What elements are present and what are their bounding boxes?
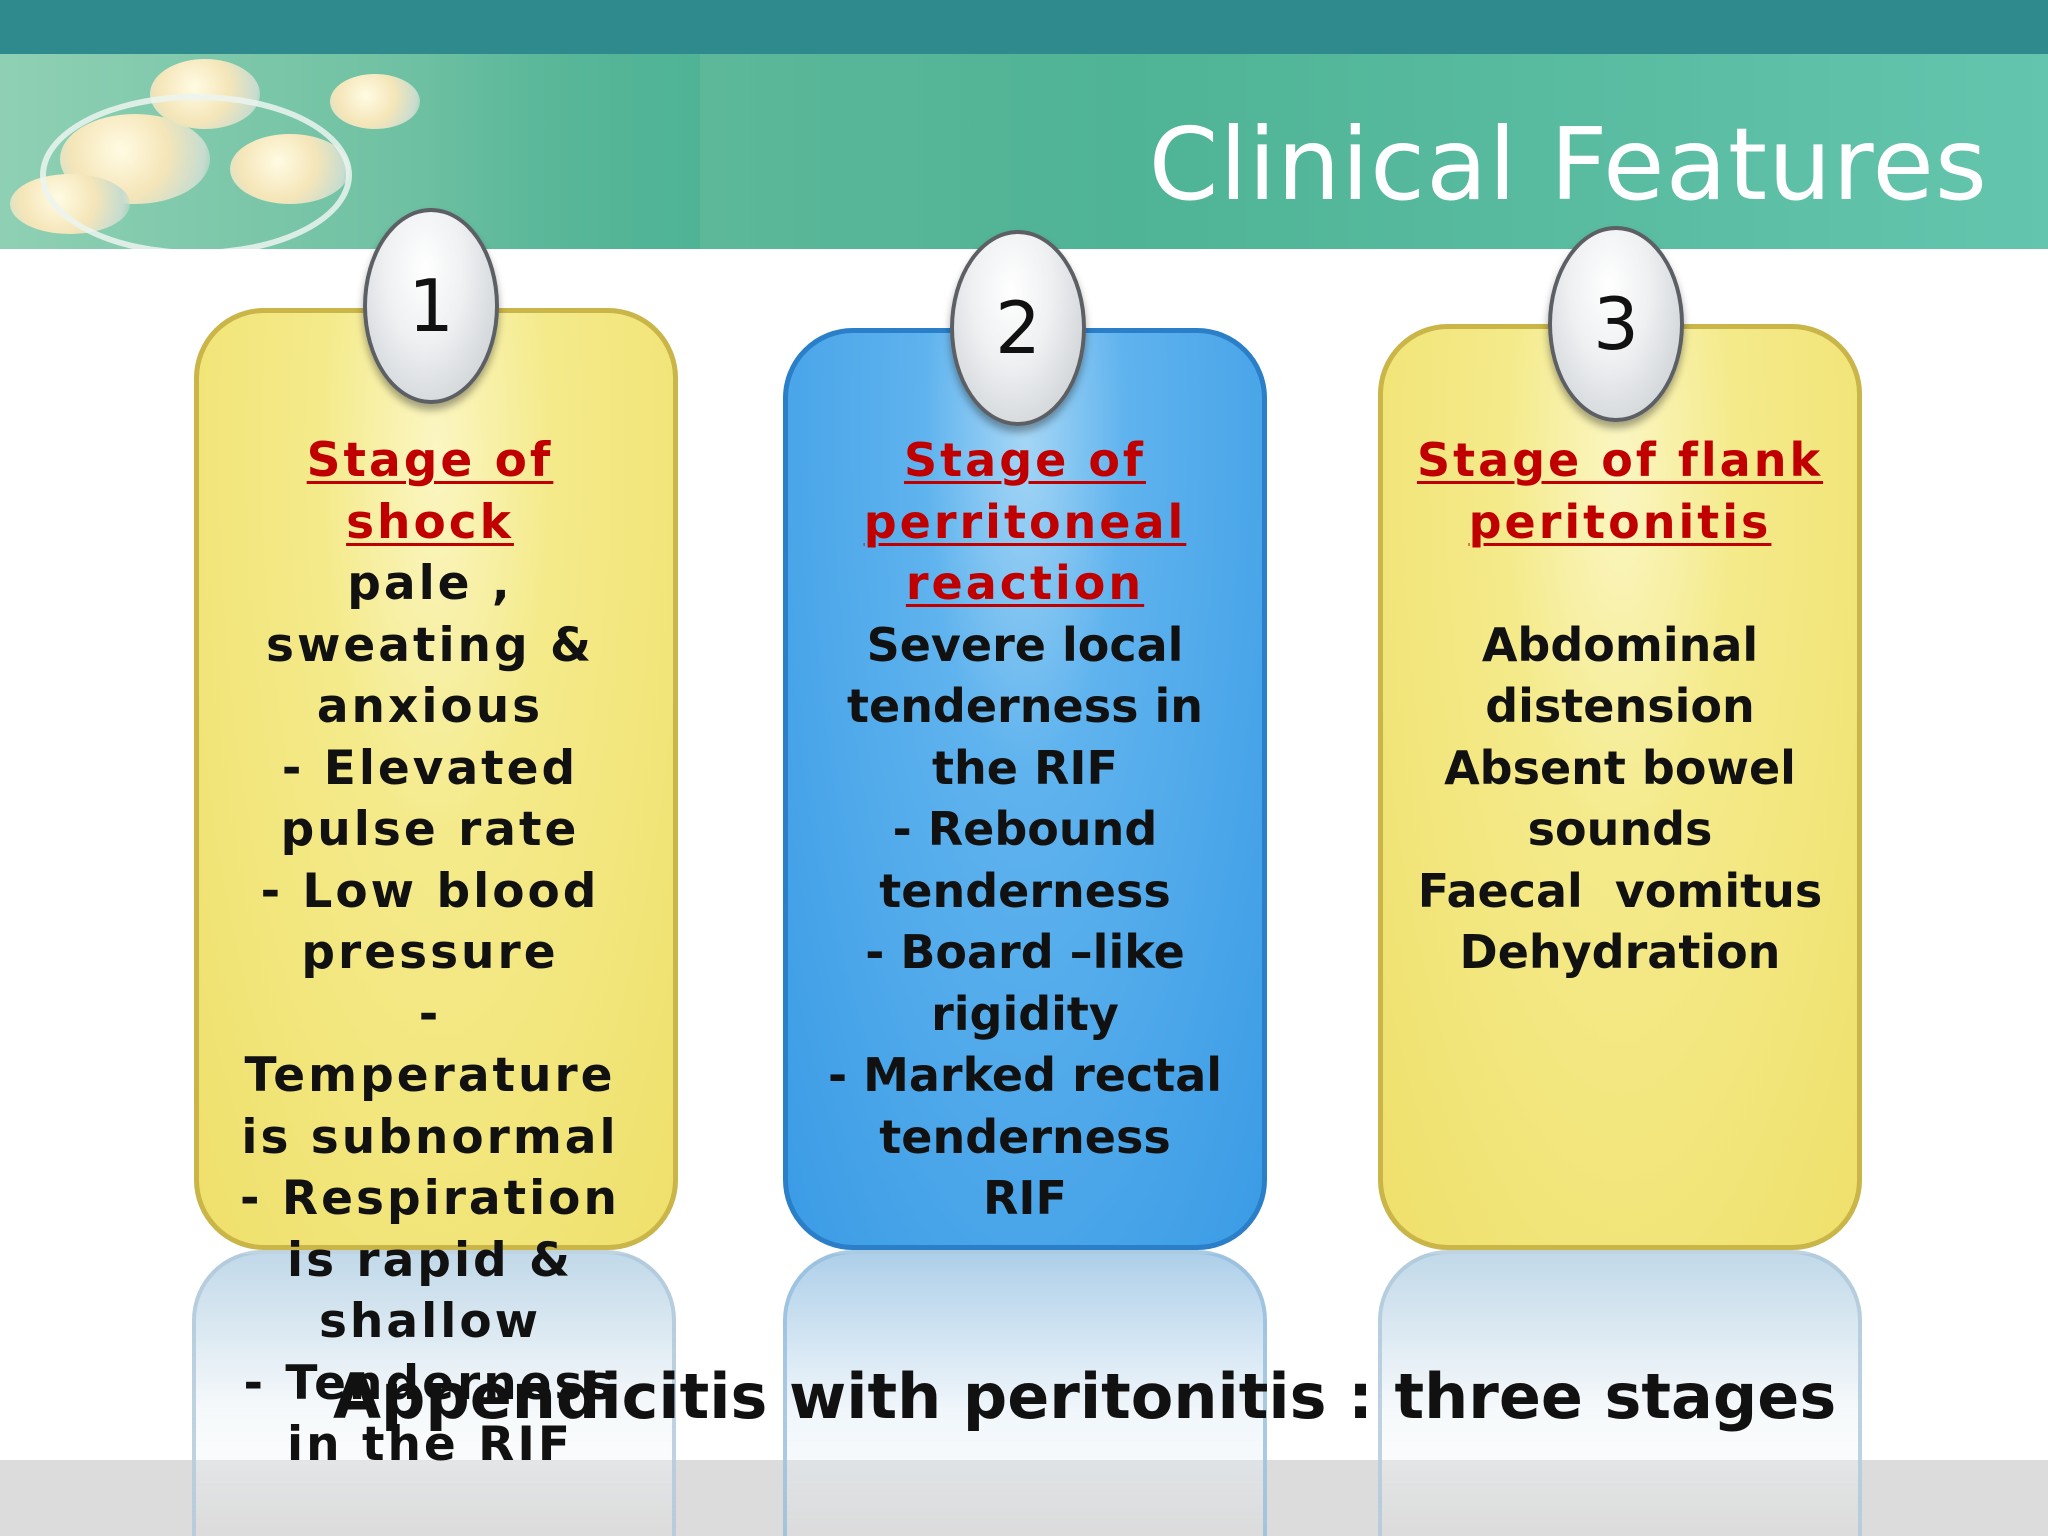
stage-number-badge-3: 3 (1548, 226, 1684, 422)
stage-3-body-line: Absent bowel (1444, 740, 1796, 795)
stage-1-body-line: is rapid & (286, 1232, 574, 1288)
stage-3-heading-line: peritonitis (1468, 494, 1772, 549)
stage-card-1 (194, 308, 678, 1250)
stage-1-body-line: anxious (316, 679, 544, 734)
stage-3-body-line: Dehydration (1459, 925, 1781, 979)
stage-3-spacer (1370, 553, 1870, 615)
card-reflection (783, 1250, 1267, 1536)
stage-2-body-line: - Rebound (892, 802, 1158, 856)
stage-2-body-line: Severe local (866, 617, 1184, 672)
stage-3-body-line: sounds (1527, 802, 1713, 856)
stage-2-body-line: - Marked rectal (827, 1048, 1223, 1102)
stage-1-text: Stage of shock pale , sweating & anxious… (180, 430, 680, 1476)
stage-1-body-line: - Elevated (281, 740, 579, 796)
stage-1-body-line: - Respiration (240, 1171, 620, 1226)
stage-2-body-line: tenderness in (847, 679, 1203, 733)
stage-1-heading-line: Stage of (306, 433, 554, 488)
header-banner (0, 54, 2048, 249)
stage-1-body-line: pressure (301, 925, 559, 980)
stage-number-badge-2: 2 (950, 230, 1086, 426)
card-reflection (192, 1250, 676, 1536)
stage-1-body-line: in the RIF (287, 1417, 573, 1472)
stage-1-body-line: pulse rate (280, 802, 580, 857)
stage-1-body-line: sweating & (265, 617, 595, 673)
stage-2-heading-line: perritoneal (863, 494, 1187, 549)
stage-card-2 (783, 328, 1267, 1250)
stage-2-body-line: tenderness (879, 1109, 1171, 1164)
stage-2-body-line: rigidity (931, 986, 1119, 1041)
slide-caption: Appendicitis with peritonitis : three st… (333, 1360, 1837, 1433)
slide-title: Clinical Features (1148, 106, 1988, 223)
stage-1-body-line: - Low blood (260, 863, 600, 919)
stage-number-badge-1: 1 (363, 208, 499, 404)
stage-2-body-line: - Board –like (865, 925, 1185, 979)
stage-3-body-line: Faecal vomitus (1417, 863, 1823, 918)
stage-card-3 (1378, 324, 1862, 1250)
stage-2-body-line: RIF (983, 1171, 1067, 1225)
stage-2-body-line: tenderness (879, 863, 1171, 918)
banner-fade (0, 54, 700, 249)
card-reflection (1378, 1250, 1862, 1536)
stage-1-body-line: pale , (347, 556, 513, 611)
stage-1-body-line: shallow (318, 1294, 542, 1349)
stage-2-text: Stage of perritoneal reaction Severe loc… (775, 430, 1275, 1230)
stage-1-heading-line: shock (346, 494, 514, 550)
stage-2-heading-line: Stage of (904, 433, 1146, 487)
stage-3-heading-line: Stage of flank (1416, 433, 1824, 487)
stage-3-body-line: Abdominal (1481, 617, 1759, 672)
stage-1-body-line: Temperature (244, 1048, 616, 1103)
stage-2-body-line: the RIF (932, 740, 1118, 795)
top-bar (0, 0, 2048, 54)
stage-1-body-line: - (418, 986, 442, 1042)
stage-3-text: Stage of flank peritonitis Abdominal dis… (1370, 430, 1870, 984)
stage-3-body-line: distension (1485, 679, 1755, 733)
stage-2-heading-line: reaction (905, 556, 1145, 610)
stage-1-body-line: is subnormal (241, 1109, 619, 1165)
stage-1-body-line: - Tenderness (243, 1355, 617, 1411)
